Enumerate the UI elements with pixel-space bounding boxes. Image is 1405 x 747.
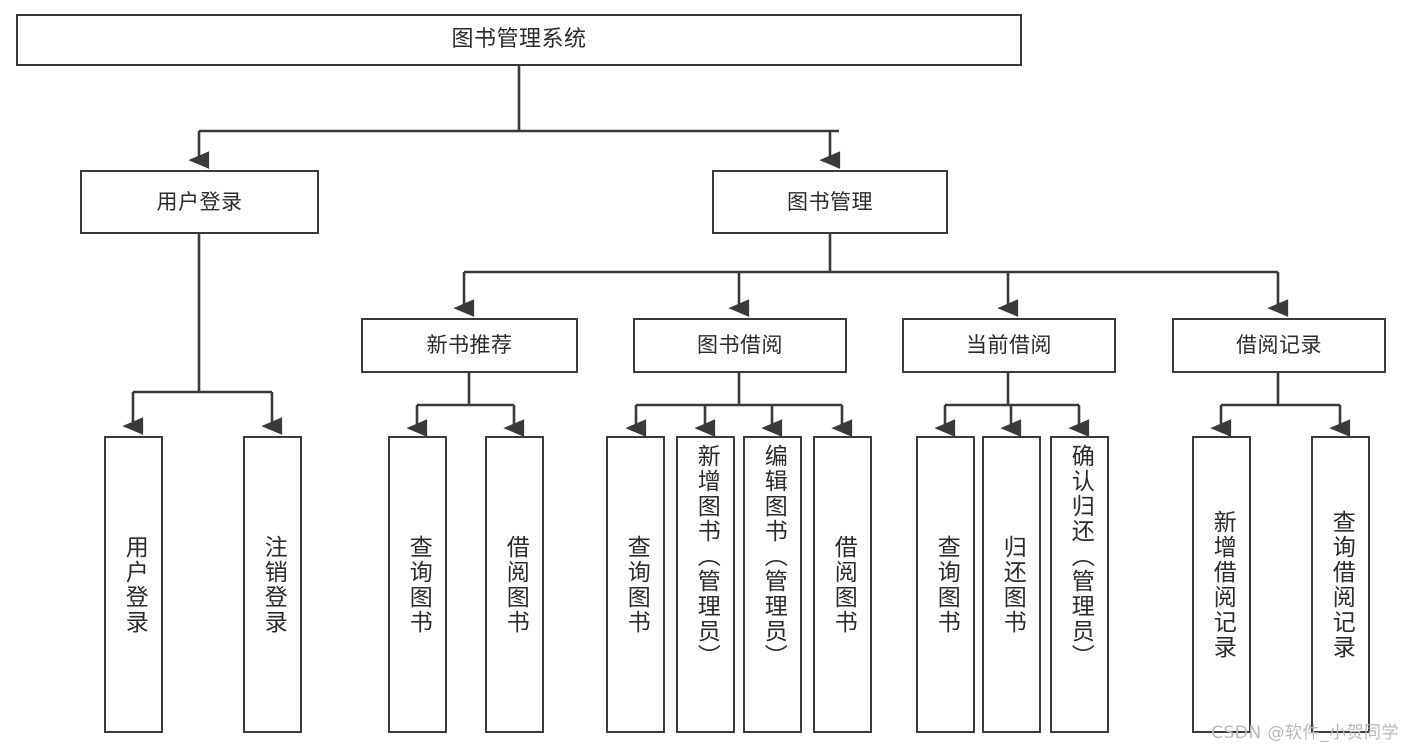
node-label: 用户登录 [156, 189, 243, 214]
node-label: 图书借阅 [697, 333, 783, 358]
leaf-add-record[interactable]: 新增借阅记录 [1192, 436, 1251, 733]
node-label: 借阅图书 [502, 534, 529, 635]
node-label: 确认归还（管理员） [1067, 444, 1094, 669]
node-new-book-recommend[interactable]: 新书推荐 [361, 318, 578, 373]
node-label: 注销登录 [260, 534, 287, 635]
leaf-query-book-3[interactable]: 查询图书 [916, 436, 975, 733]
node-user-login[interactable]: 用户登录 [80, 170, 319, 234]
csdn-watermark: CSDN @软件_小贺同学 [1211, 723, 1399, 743]
leaf-add-book[interactable]: 新增图书（管理员） [676, 436, 735, 733]
leaf-confirm-return[interactable]: 确认归还（管理员） [1050, 436, 1109, 733]
node-label: 新增借阅记录 [1209, 509, 1236, 660]
node-label: 借阅记录 [1236, 333, 1322, 358]
node-root-system[interactable]: 图书管理系统 [16, 14, 1022, 66]
leaf-borrow-book-2[interactable]: 借阅图书 [813, 436, 872, 733]
node-label: 新书推荐 [426, 333, 513, 358]
node-label: 图书管理系统 [451, 27, 587, 53]
leaf-query-book-2[interactable]: 查询图书 [606, 436, 665, 733]
node-label: 查询借阅记录 [1328, 509, 1355, 660]
node-current-borrow[interactable]: 当前借阅 [902, 318, 1116, 373]
node-label: 查询图书 [933, 534, 960, 635]
node-label: 查询图书 [623, 534, 650, 635]
node-label: 新增图书（管理员） [693, 444, 720, 669]
leaf-borrow-book-1[interactable]: 借阅图书 [485, 436, 544, 733]
leaf-edit-book[interactable]: 编辑图书（管理员） [743, 436, 802, 733]
leaf-logout-login[interactable]: 注销登录 [243, 436, 302, 733]
node-book-manage[interactable]: 图书管理 [712, 170, 948, 234]
node-label: 查询图书 [405, 534, 432, 635]
leaf-return-book[interactable]: 归还图书 [982, 436, 1041, 733]
node-book-borrow[interactable]: 图书借阅 [633, 318, 847, 373]
node-label: 当前借阅 [966, 333, 1052, 358]
node-label: 借阅图书 [830, 534, 857, 635]
node-borrow-record[interactable]: 借阅记录 [1172, 318, 1386, 373]
node-label: 编辑图书（管理员） [760, 444, 787, 669]
node-label: 归还图书 [999, 534, 1026, 635]
node-label: 图书管理 [787, 189, 873, 214]
leaf-query-book-1[interactable]: 查询图书 [388, 436, 447, 733]
node-label: 用户登录 [121, 534, 148, 635]
leaf-query-record[interactable]: 查询借阅记录 [1311, 436, 1370, 733]
leaf-user-login[interactable]: 用户登录 [104, 436, 163, 733]
